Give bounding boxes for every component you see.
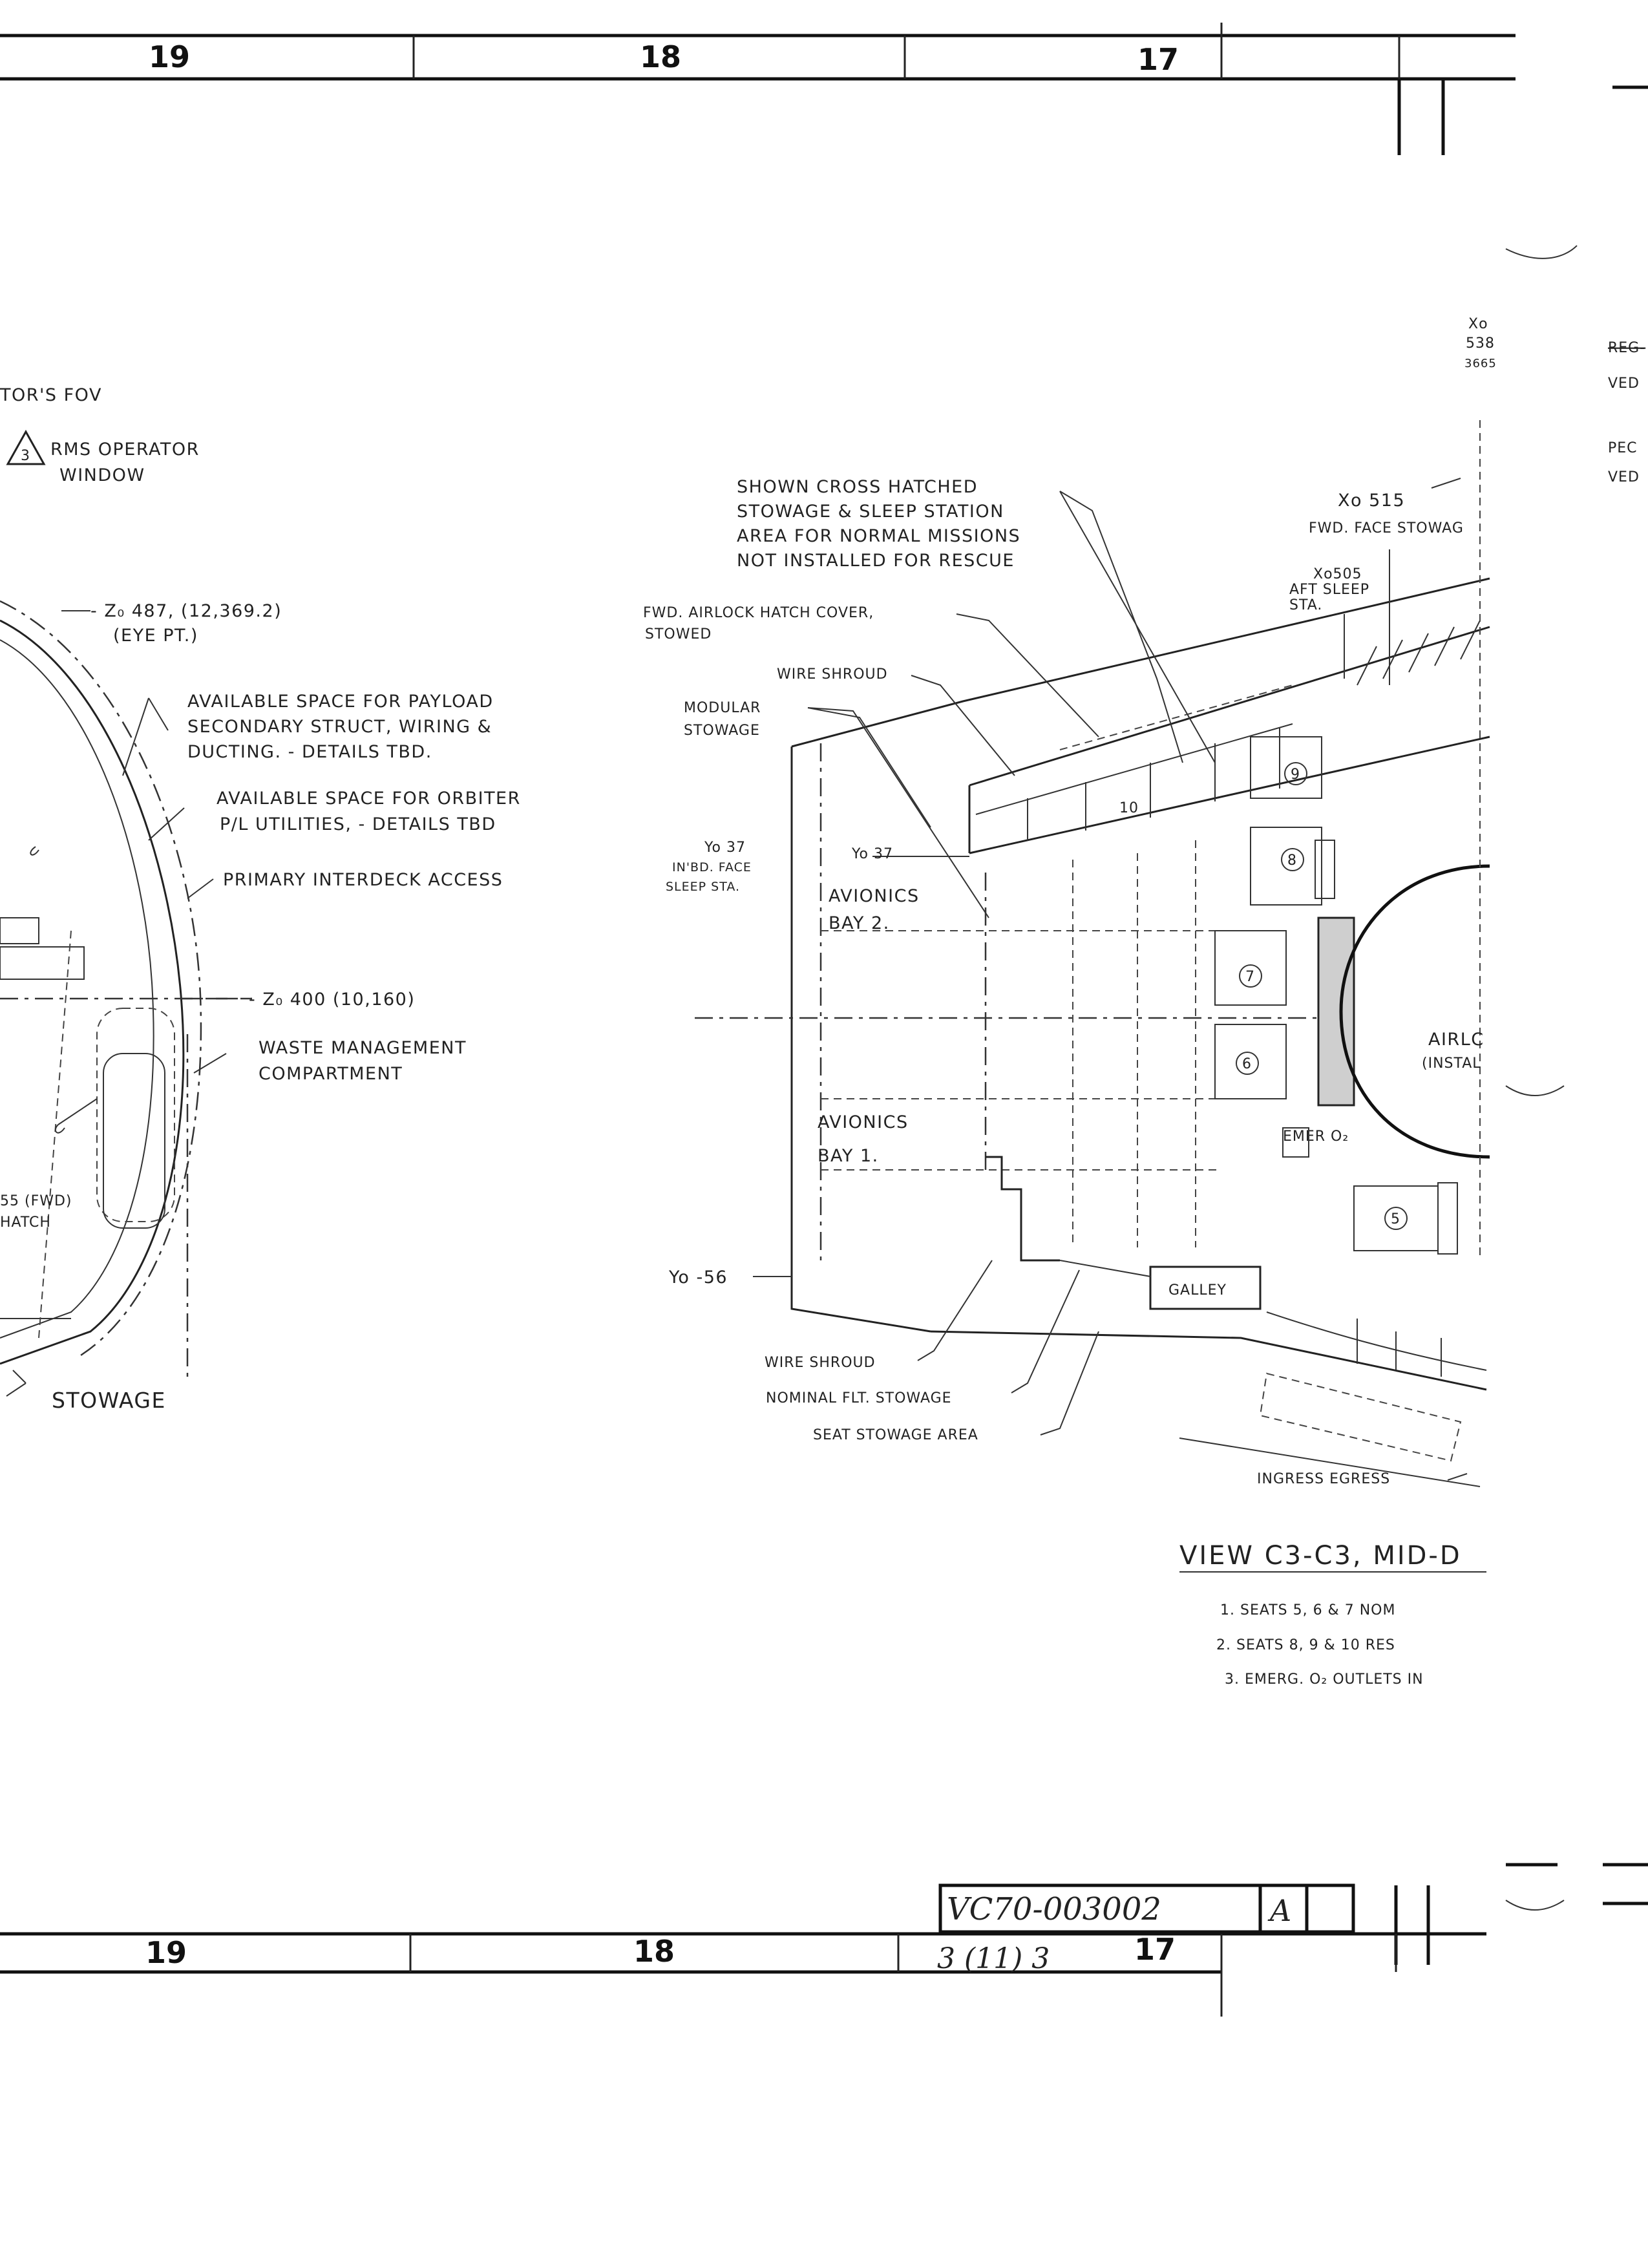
z400-label: - Z₀ 400 (10,160) — [249, 990, 415, 1010]
left-cross-section: 3 TOR'S FOV RMS OPERATOR WINDOW - Z₀ 487… — [0, 385, 521, 1413]
yo37-label-3: SLEEP STA. — [666, 880, 740, 894]
ingress-egress-label: INGRESS EGRESS — [1257, 1471, 1390, 1487]
cross-hatch-note-4: NOT INSTALLED FOR RESCUE — [737, 551, 1015, 571]
zone-label-17-bottom: 17 — [1134, 1932, 1176, 1967]
seat-9: 9 — [1250, 736, 1322, 799]
right-frag-3: PEC — [1608, 440, 1638, 456]
bottom-title-block: VC70-003002 A 19 18 17 3 (11) 3 — [0, 1883, 1486, 2017]
right-frag-1: REG- — [1608, 340, 1645, 356]
seat-8-number: 8 — [1287, 853, 1297, 869]
avionics-bay-1-label-1: AVIONICS — [818, 1112, 909, 1132]
seat-8: 8 — [1250, 827, 1335, 906]
zone-label-17-top: 17 — [1137, 42, 1179, 77]
rms-window-label-2: WINDOW — [59, 465, 145, 485]
xo515-label: Xo 515 — [1338, 491, 1405, 511]
note-2: 2. SEATS 8, 9 & 10 RES — [1216, 1637, 1395, 1653]
avail-orbiter-label-1: AVAILABLE SPACE FOR ORBITER — [217, 789, 521, 809]
yo37-label-1: Yo 37 — [704, 840, 746, 856]
rms-window-label: RMS OPERATOR — [50, 440, 200, 460]
waste-mgmt-label-1: WASTE MANAGEMENT — [259, 1038, 467, 1058]
galley-label: GALLEY — [1168, 1282, 1227, 1298]
sta-label: STA. — [1289, 597, 1322, 613]
note-1: 1. SEATS 5, 6 & 7 NOM — [1220, 1602, 1395, 1618]
fov-label: TOR'S FOV — [0, 385, 102, 405]
avionics-bay-2-label-1: AVIONICS — [829, 886, 920, 906]
wire-shroud-bottom-label: WIRE SHROUD — [765, 1355, 876, 1371]
yo37-tag: Yo 37 — [851, 846, 893, 862]
view-title: VIEW C3-C3, MID-D — [1179, 1541, 1462, 1571]
zone-label-19-bottom: 19 — [145, 1935, 187, 1970]
primary-interdeck-label: PRIMARY INTERDECK ACCESS — [223, 870, 503, 890]
xo538-label-3: 3665 — [1464, 357, 1497, 370]
seat-6: 6 — [1214, 1024, 1287, 1099]
yo-56-label: Yo -56 — [668, 1267, 728, 1288]
seat-stowage-label: SEAT STOWAGE AREA — [813, 1427, 978, 1443]
seat-7-number: 7 — [1245, 969, 1255, 985]
seat-7: 7 — [1214, 930, 1287, 1006]
avail-payload-label-2: SECONDARY STRUCT, WIRING & — [187, 717, 492, 737]
avail-orbiter-label-2: P/L UTILITIES, - DETAILS TBD — [220, 814, 496, 834]
right-frag-2: VED — [1608, 376, 1640, 392]
avail-payload-label-3: DUCTING. - DETAILS TBD. — [187, 742, 432, 762]
seat-5-number: 5 — [1391, 1211, 1400, 1227]
wire-shroud-top-label: WIRE SHROUD — [777, 666, 888, 683]
sheet-number: 3 (11) 3 — [937, 1942, 1050, 1975]
fwd-face-stowage-label: FWD. FACE STOWAG — [1309, 520, 1464, 536]
yo37-label-2: IN'BD. FACE — [672, 860, 752, 874]
airlock-label-1: AIRLC — [1428, 1030, 1484, 1050]
stowed-label: STOWED — [645, 626, 712, 642]
waste-mgmt-label-2: COMPARTMENT — [259, 1064, 403, 1084]
z487-label: - Z₀ 487, (12,369.2) — [90, 601, 282, 621]
aft-sleep-label: AFT SLEEP — [1289, 582, 1369, 598]
cross-hatch-note-2: STOWAGE & SLEEP STATION — [737, 502, 1004, 522]
revision-letter: A — [1267, 1893, 1291, 1928]
note-flag-icon — [6, 429, 46, 465]
avail-payload-label-1: AVAILABLE SPACE FOR PAYLOAD — [187, 692, 494, 712]
right-edge-fragments: REG- VED PEC VED — [1505, 340, 1648, 1911]
xo538-label-2: 538 — [1466, 335, 1495, 352]
hatch-label-2: HATCH — [0, 1214, 51, 1231]
seat-5: 5 — [1353, 1182, 1458, 1255]
modular-stowage-label-1: MODULAR — [684, 700, 761, 716]
zone-label-18-top: 18 — [640, 39, 681, 74]
cross-hatch-note-3: AREA FOR NORMAL MISSIONS — [737, 526, 1020, 546]
xo505-label: Xo505 — [1313, 566, 1362, 582]
xo538-label-1: Xo — [1468, 316, 1488, 332]
nominal-stowage-label: NOMINAL FLT. STOWAGE — [766, 1390, 952, 1406]
airlock-label-2: (INSTAL — [1422, 1055, 1481, 1072]
seat-6-number: 6 — [1242, 1056, 1252, 1072]
avionics-bay-1-label-2: BAY 1. — [818, 1146, 879, 1166]
airlock-hatch-cover-label: FWD. AIRLOCK HATCH COVER, — [643, 605, 874, 621]
top-zone-strip: 19 18 17 — [0, 23, 1648, 155]
zone-label-18-bottom: 18 — [633, 1934, 675, 1969]
avionics-bay-2-label-2: BAY 2. — [829, 913, 890, 933]
note-3: 3. EMERG. O₂ OUTLETS IN — [1225, 1671, 1424, 1688]
cross-hatch-note-1: SHOWN CROSS HATCHED — [737, 477, 978, 497]
modular-stowage-label-2: STOWAGE — [684, 723, 760, 739]
eye-point-label: (EYE PT.) — [113, 626, 198, 646]
stowage-label: STOWAGE — [52, 1388, 166, 1413]
hatch-label-1: 55 (FWD) — [0, 1193, 72, 1209]
right-frag-4: VED — [1608, 469, 1640, 485]
note-flag-number: 3 — [21, 448, 30, 464]
seat-10-number: 10 — [1119, 800, 1139, 816]
drawing-number: VC70-003002 — [947, 1891, 1161, 1927]
seat-9-number: 9 — [1291, 767, 1300, 783]
zone-label-19-top: 19 — [149, 39, 190, 74]
mid-deck-section: 10 GALLEY 9 8 — [643, 245, 1578, 1688]
emer-o2-label: EMER O₂ — [1283, 1129, 1349, 1145]
